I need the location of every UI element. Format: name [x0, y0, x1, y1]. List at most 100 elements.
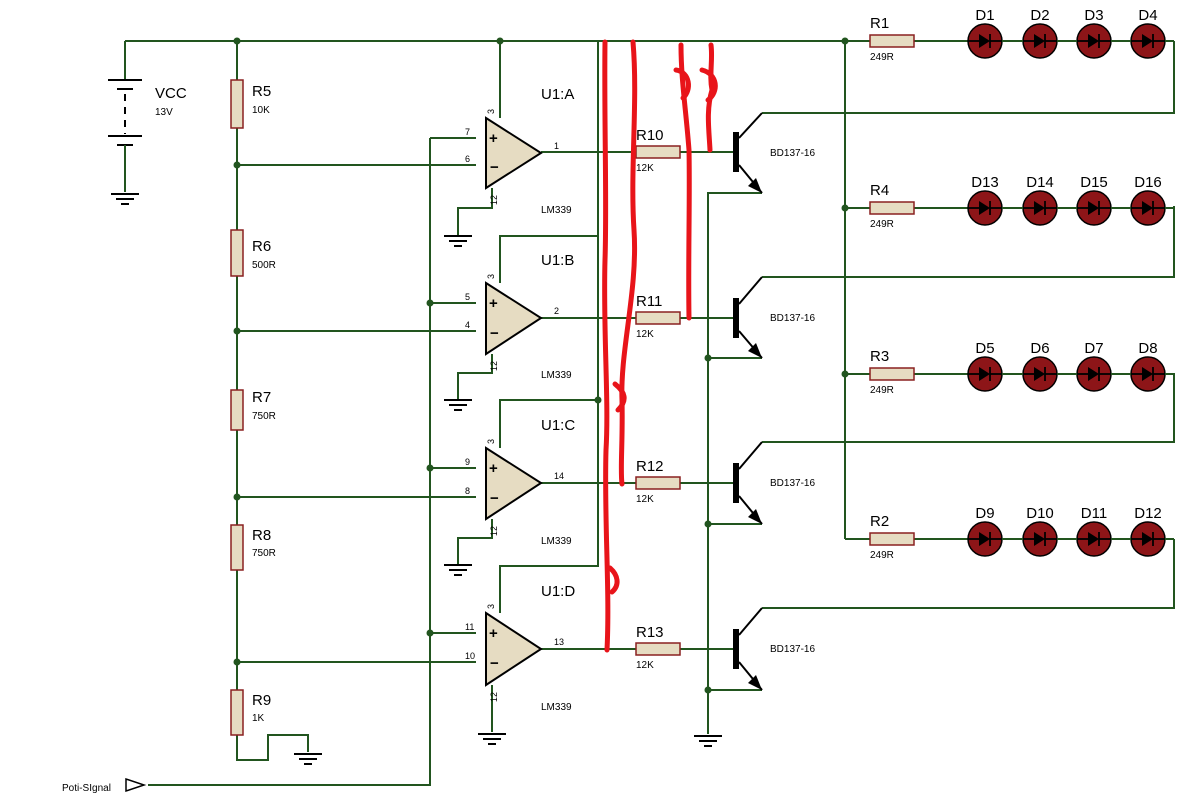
r9-ref: R9: [252, 692, 271, 709]
u1d-gnd-pin: 12: [489, 692, 499, 702]
red-markup: [602, 39, 718, 653]
u1a-part: LM339: [541, 205, 572, 216]
transistor-q4: BD137-16: [733, 607, 815, 691]
r2-value: 249R: [870, 550, 894, 561]
r7-ref: R7: [252, 389, 271, 406]
svg-text:+: +: [489, 625, 498, 642]
r9-value: 1K: [252, 713, 265, 724]
u1c-out-pin: 14: [554, 471, 564, 481]
svg-text:+: +: [489, 460, 498, 477]
led-d13: D13: [971, 174, 999, 191]
r13-ref: R13: [636, 624, 664, 641]
u1a-plus-pin: 7: [465, 127, 470, 137]
wires: [124, 40, 1175, 786]
r13-value: 12K: [636, 660, 654, 671]
comparator-u1a: + − 7 6 1 3 12 U1:A LM339: [465, 86, 574, 216]
svg-text:+: +: [489, 130, 498, 147]
u1c-part: LM339: [541, 536, 572, 547]
base-resistors: R10 12K R11 12K R12 12K R13 12K: [635, 127, 681, 671]
input-port: Poti-SIgnal: [62, 777, 147, 794]
u1c-plus-pin: 9: [465, 457, 470, 467]
led-d12: D12: [1134, 505, 1162, 522]
comparator-u1c: + − 9 8 14 3 12 U1:C LM339: [465, 417, 575, 547]
u1a-gnd-pin: 12: [489, 195, 499, 205]
q2-part: BD137-16: [770, 313, 815, 324]
r3-ref: R3: [870, 348, 889, 365]
svg-text:−: −: [490, 490, 499, 507]
r7-value: 750R: [252, 411, 276, 422]
r8-ref: R8: [252, 527, 271, 544]
vcc-battery: VCC 13V: [108, 79, 187, 205]
u1a-out-pin: 1: [554, 141, 559, 151]
led-row-3: R3 249R D5 D6 D7 D8: [869, 340, 1174, 396]
u1a-vcc-pin: 3: [486, 109, 496, 114]
r1-ref: R1: [870, 15, 889, 32]
r12-ref: R12: [636, 458, 664, 475]
svg-text:+: +: [489, 295, 498, 312]
u1d-vcc-pin: 3: [486, 604, 496, 609]
r6-value: 500R: [252, 260, 276, 271]
led-d5: D5: [975, 340, 994, 357]
u1b-ref: U1:B: [541, 252, 574, 269]
u1b-gnd-pin: 12: [489, 361, 499, 371]
led-row-1: R1 249R D1 D2 D3 D4: [869, 7, 1174, 63]
r5-value: 10K: [252, 105, 270, 116]
vcc-name: VCC: [155, 85, 187, 102]
ground-symbols: [294, 235, 722, 765]
led-d9: D9: [975, 505, 994, 522]
r10-value: 12K: [636, 163, 654, 174]
led-d15: D15: [1080, 174, 1108, 191]
led-d10: D10: [1026, 505, 1054, 522]
led-d8: D8: [1138, 340, 1157, 357]
led-d11: D11: [1081, 505, 1107, 522]
r5-ref: R5: [252, 83, 271, 100]
u1b-part: LM339: [541, 370, 572, 381]
q3-part: BD137-16: [770, 478, 815, 489]
u1d-plus-pin: 11: [465, 622, 474, 632]
u1b-minus-pin: 4: [465, 320, 470, 330]
led-d1: D1: [975, 7, 994, 24]
led-d4: D4: [1138, 7, 1157, 24]
u1b-vcc-pin: 3: [486, 274, 496, 279]
u1a-minus-pin: 6: [465, 154, 470, 164]
r4-ref: R4: [870, 182, 889, 199]
svg-text:−: −: [490, 325, 499, 342]
transistor-q1: BD137-16: [733, 112, 815, 194]
transistor-q3: BD137-16: [733, 441, 815, 525]
led-d7: D7: [1084, 340, 1103, 357]
svg-text:−: −: [490, 159, 499, 176]
vcc-value: 13V: [155, 107, 173, 118]
led-row-4: R2 249R D9 D10 D11 D12: [869, 505, 1174, 561]
r3-value: 249R: [870, 385, 894, 396]
u1c-minus-pin: 8: [465, 486, 470, 496]
r11-value: 12K: [636, 329, 654, 340]
u1d-part: LM339: [541, 702, 572, 713]
led-d3: D3: [1084, 7, 1103, 24]
led-d16: D16: [1134, 174, 1162, 191]
r10-ref: R10: [636, 127, 664, 144]
u1c-gnd-pin: 12: [489, 526, 499, 536]
u1d-ref: U1:D: [541, 583, 575, 600]
u1c-vcc-pin: 3: [486, 439, 496, 444]
q1-part: BD137-16: [770, 148, 815, 159]
divider-resistors: R5 10K R6 500R R7 750R R8 750R R9 1K: [230, 79, 276, 736]
input-label: Poti-SIgnal: [62, 783, 111, 794]
junction-dots: [233, 37, 849, 694]
comparator-u1b: + − 5 4 2 3 12 U1:B LM339: [465, 252, 574, 381]
u1a-ref: U1:A: [541, 86, 574, 103]
r2-ref: R2: [870, 513, 889, 530]
svg-text:−: −: [490, 655, 499, 672]
comparator-u1d: + − 11 10 13 3 12 U1:D LM339: [465, 583, 575, 713]
transistor-q2: BD137-16: [733, 276, 815, 359]
led-row-2: R4 249R D13 D14 D15 D16: [869, 174, 1174, 230]
r4-value: 249R: [870, 219, 894, 230]
u1d-minus-pin: 10: [465, 651, 475, 661]
r6-ref: R6: [252, 238, 271, 255]
led-d2: D2: [1030, 7, 1049, 24]
led-d6: D6: [1030, 340, 1049, 357]
u1b-out-pin: 2: [554, 306, 559, 316]
r8-value: 750R: [252, 548, 276, 559]
u1d-out-pin: 13: [554, 637, 564, 647]
led-d14: D14: [1026, 174, 1054, 191]
